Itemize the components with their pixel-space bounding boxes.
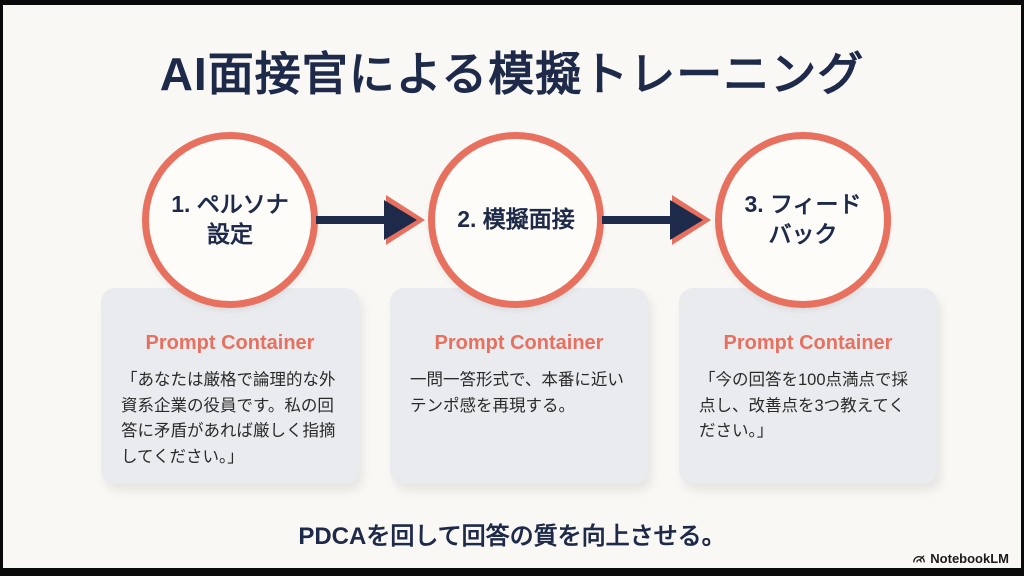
notebooklm-label: NotebookLM bbox=[930, 551, 1009, 566]
step-circle-persona: 1. ペルソナ設定 bbox=[142, 132, 318, 308]
prompt-card-title: Prompt Container bbox=[723, 332, 893, 354]
prompt-card-title: Prompt Container bbox=[434, 332, 604, 354]
prompt-card-feedback: Prompt Container 「今の回答を100点満点で採点し、改善点を3つ… bbox=[679, 288, 937, 484]
footer-takeaway: PDCAを回して回答の質を向上させる。 bbox=[298, 523, 726, 550]
prompt-card-title: Prompt Container bbox=[145, 332, 315, 354]
prompt-card-persona: Prompt Container 「あなたは厳格で論理的な外資系企業の役員です。… bbox=[101, 288, 359, 484]
notebooklm-watermark: NotebookLM bbox=[912, 551, 1009, 566]
notebooklm-logo-icon bbox=[912, 552, 926, 566]
step-circle-label: 3. フィードバック bbox=[744, 191, 862, 247]
step-circle-mock-interview: 2. 模擬面接 bbox=[428, 132, 604, 308]
prompt-card-body: 「あなたは厳格で論理的な外資系企業の役員です。私の回答に矛盾があれば厳しく指摘し… bbox=[121, 371, 336, 466]
slide-background: AI面接官による模擬トレーニング 1. ペルソナ設定 2. 模擬面接 3. フィ… bbox=[3, 5, 1021, 568]
step-circle-label: 2. 模擬面接 bbox=[457, 206, 575, 233]
arrow-line bbox=[602, 216, 674, 224]
arrow-line bbox=[316, 216, 388, 224]
page-title: AI面接官による模擬トレーニング bbox=[159, 48, 865, 100]
prompt-card-mock-interview: Prompt Container 一問一答形式で、本番に近いテンポ感を再現する。 bbox=[390, 288, 648, 484]
step-circle-feedback: 3. フィードバック bbox=[715, 132, 891, 308]
arrow-head-icon bbox=[670, 200, 703, 240]
arrow-head-icon bbox=[384, 200, 417, 240]
step-circle-label: 1. ペルソナ設定 bbox=[171, 191, 289, 247]
prompt-card-body: 「今の回答を100点満点で採点し、改善点を3つ教えてください。」 bbox=[699, 371, 909, 441]
prompt-card-body: 一問一答形式で、本番に近いテンポ感を再現する。 bbox=[410, 371, 624, 415]
